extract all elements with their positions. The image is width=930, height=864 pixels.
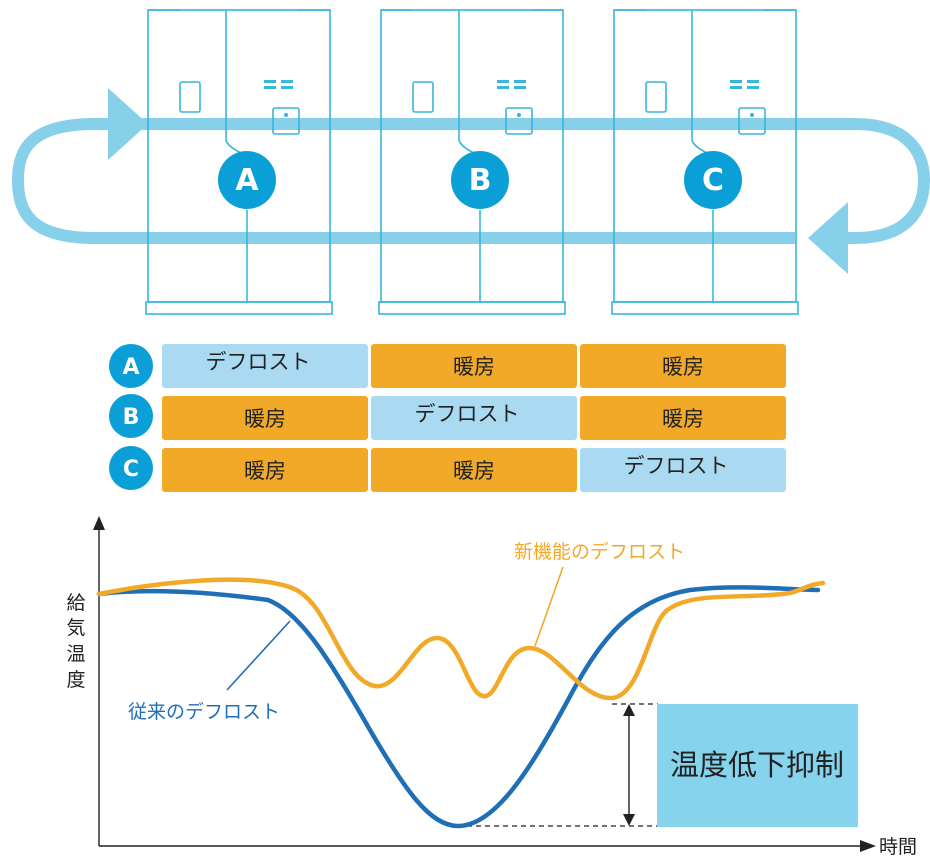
schedule-cell-defrost <box>371 396 577 440</box>
x-axis-arrow-icon <box>860 840 876 852</box>
unit-panel <box>505 107 533 135</box>
y-axis-arrow-icon <box>93 516 105 530</box>
schedule-row-a: A デフロスト 暖房 暖房 <box>109 344 786 388</box>
unit-indicator <box>747 80 759 83</box>
airflow-loop-path <box>11 118 795 244</box>
unit-badge-label: B <box>469 163 492 198</box>
unit-b: B <box>378 9 566 315</box>
schedule-cell-heating <box>162 396 368 440</box>
schedule-cell-text: 暖房 <box>662 355 704 379</box>
unit-badge <box>684 151 742 209</box>
arrow-up-icon <box>623 704 635 716</box>
schedule-table: A デフロスト 暖房 暖房 B 暖房 デフロスト 暖房 C 暖房 暖房 <box>109 344 786 492</box>
unit-indicator <box>281 86 293 89</box>
row-badge <box>109 344 153 388</box>
unit-handle <box>412 81 434 113</box>
x-axis-label: 時間 <box>879 836 917 858</box>
unit-base <box>378 301 566 315</box>
schedule-cell-text: 暖房 <box>453 355 495 379</box>
row-badge-label: A <box>122 355 139 380</box>
schedule-cell-heating <box>162 448 368 492</box>
schedule-cell-text: デフロスト <box>415 402 520 426</box>
unit-panel-dot <box>750 113 754 117</box>
schedule-cell-text: 暖房 <box>662 407 704 431</box>
unit-indicator <box>730 86 742 89</box>
arrow-right-icon <box>108 88 148 160</box>
suppress-label: 温度低下抑制 <box>670 748 844 782</box>
unit-c: C <box>611 9 799 315</box>
arrow-down-icon <box>623 814 635 826</box>
airflow-loop-path-right <box>150 118 930 244</box>
unit-a: A <box>145 9 333 315</box>
schedule-row-c: C 暖房 暖房 デフロスト <box>109 446 786 492</box>
schedule-cell-heating <box>371 344 577 388</box>
unit-panel-dot <box>284 113 288 117</box>
schedule-cell-heating <box>580 344 786 388</box>
old-curve-leader <box>226 620 291 691</box>
unit-handle <box>179 81 201 113</box>
unit-base <box>611 301 799 315</box>
schedule-cell-text: デフロスト <box>206 350 311 374</box>
unit-indicator <box>497 86 509 89</box>
schedule-cell-defrost <box>162 344 368 388</box>
unit-indicator <box>514 80 526 83</box>
unit-panel <box>738 107 766 135</box>
row-badge-label: C <box>123 457 139 482</box>
unit-badge-label: C <box>702 163 724 198</box>
airflow-loop <box>11 88 930 274</box>
unit-indicator <box>281 80 293 83</box>
unit-indicator <box>497 80 509 83</box>
unit-handle <box>645 81 667 113</box>
row-badge <box>109 446 153 490</box>
new-defrost-curve <box>96 577 826 701</box>
old-curve-label: 従来のデフロスト <box>128 701 280 723</box>
schedule-row-b: B 暖房 デフロスト 暖房 <box>109 394 786 440</box>
unit-indicator <box>747 86 759 89</box>
temperature-graph: 給 気 温 度 時間 温度低下抑制 新機能のデフロスト 従来のデフロスト <box>66 516 917 858</box>
unit-indicator <box>514 86 526 89</box>
arrow-left-icon <box>808 202 848 274</box>
unit-indicator <box>264 80 276 83</box>
schedule-cell-heating <box>580 396 786 440</box>
new-curve-leader <box>534 566 564 647</box>
y-axis-label-char: 給 <box>66 592 85 614</box>
unit-panel <box>272 107 300 135</box>
unit-badge-label: A <box>235 163 259 198</box>
suppress-box <box>657 704 858 827</box>
y-axis-label-char: 度 <box>66 669 85 691</box>
y-axis-label-char: 気 <box>66 617 85 639</box>
unit-indicator <box>264 86 276 89</box>
schedule-cell-text: 暖房 <box>244 407 286 431</box>
unit-panel-dot <box>517 113 521 117</box>
schedule-cell-text: 暖房 <box>453 459 495 483</box>
schedule-cell-heating <box>371 448 577 492</box>
new-curve-label: 新機能のデフロスト <box>514 541 685 563</box>
schedule-cell-text: デフロスト <box>624 454 729 478</box>
schedule-cell-text: 暖房 <box>244 459 286 483</box>
row-badge <box>109 394 153 438</box>
y-axis-label-char: 温 <box>66 643 85 665</box>
old-defrost-curve <box>96 585 821 829</box>
unit-base <box>145 301 333 315</box>
unit-badge <box>451 151 509 209</box>
unit-indicator <box>730 80 742 83</box>
schedule-cell-defrost <box>580 448 786 492</box>
row-badge-label: B <box>123 405 140 430</box>
unit-badge <box>218 151 276 209</box>
